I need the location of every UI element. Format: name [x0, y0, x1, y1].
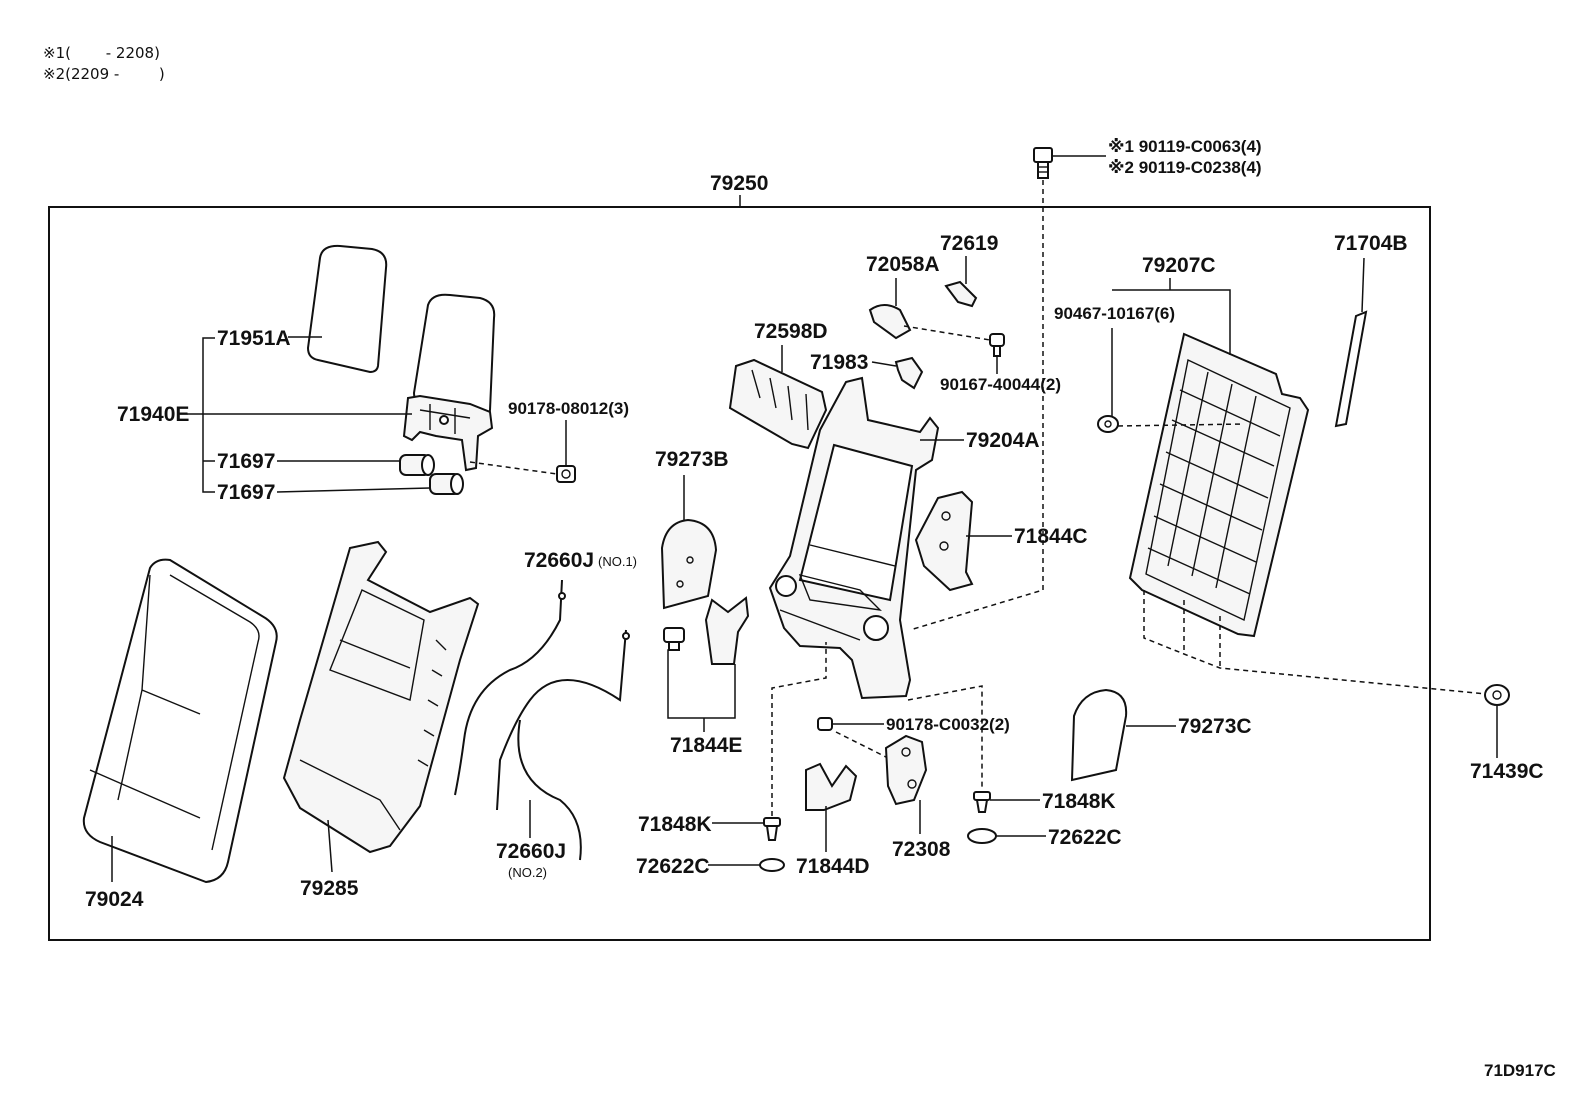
cover-71983-part[interactable]: [894, 356, 924, 390]
label-90178-C0032[interactable]: 90178-C0032(2): [886, 715, 1010, 734]
leader-71983: [871, 361, 897, 367]
wire-harness-no2-part[interactable]: [496, 629, 630, 861]
label-72058A[interactable]: 72058A: [866, 253, 940, 276]
headrest-guide-lower-part[interactable]: [429, 473, 464, 495]
label-90467-10167[interactable]: 90467-10167(6): [1054, 304, 1175, 323]
label-72622C-left[interactable]: 72622C: [636, 855, 710, 878]
label-72660J-no2[interactable]: 72660J: [496, 840, 566, 863]
label-71848K-right[interactable]: 71848K: [1042, 790, 1116, 813]
note-1: ※1( - 2208): [43, 44, 160, 62]
label-71848K-left[interactable]: 71848K: [638, 813, 712, 836]
label-71983[interactable]: 71983: [810, 351, 868, 374]
dashed-left-clip-path: [771, 642, 827, 816]
lock-72308-part[interactable]: [884, 734, 928, 806]
label-79273B[interactable]: 79273B: [655, 448, 729, 471]
footer-code: 71D917C: [1484, 1061, 1556, 1080]
cover-71844C-part[interactable]: [914, 490, 974, 592]
label-72660J-no1[interactable]: 72660J: [524, 549, 594, 572]
dashed-screw-path: [903, 325, 991, 341]
label-79273C[interactable]: 79273C: [1178, 715, 1252, 738]
label-72622C-right[interactable]: 72622C: [1048, 826, 1122, 849]
back-board-79207C-part[interactable]: [1128, 332, 1310, 638]
cover-71844E-part[interactable]: [704, 596, 750, 665]
leader-79285: [327, 819, 333, 873]
label-71940E[interactable]: 71940E: [117, 403, 189, 426]
label-72619[interactable]: 72619: [940, 232, 998, 255]
note-2: ※2(2209 - ): [43, 65, 165, 83]
bracket-79207C: [1112, 289, 1231, 355]
label-71704B[interactable]: 71704B: [1334, 232, 1408, 255]
label-71439C[interactable]: 71439C: [1470, 760, 1544, 783]
leader-71704B: [1361, 257, 1365, 313]
screw-90167-icon[interactable]: [989, 333, 1005, 357]
seatback-cover-part[interactable]: [82, 558, 278, 884]
headrest-left-part[interactable]: [306, 244, 388, 374]
washer-72622C-left-icon[interactable]: [759, 858, 785, 872]
label-72598D[interactable]: 72598D: [754, 320, 828, 343]
side-cover-79273C-part[interactable]: [1070, 688, 1128, 782]
lever-72619-part[interactable]: [944, 280, 978, 308]
label-79285[interactable]: 79285: [300, 877, 359, 900]
label-bolt-1[interactable]: ※1 90119-C0063(4): [1108, 137, 1262, 156]
seatback-frame-part[interactable]: [768, 376, 940, 700]
clip-90467-icon[interactable]: [1097, 415, 1119, 433]
seatback-pad-part[interactable]: [282, 540, 480, 854]
label-71951A[interactable]: 71951A: [217, 327, 291, 350]
clip-71848K-left-icon[interactable]: [763, 817, 781, 841]
side-cover-79273B-part[interactable]: [660, 518, 718, 610]
clip-71848K-right-icon[interactable]: [973, 791, 991, 813]
clip-71844E-icon[interactable]: [663, 627, 685, 651]
label-71844E[interactable]: 71844E: [670, 734, 742, 757]
label-72660J-no1-note: (NO.1): [598, 554, 637, 569]
leader-71697b: [276, 487, 431, 493]
dashed-c0032-path: [835, 731, 893, 761]
bolt-90178-C0032-icon[interactable]: [817, 717, 833, 731]
label-79024[interactable]: 79024: [85, 888, 144, 911]
label-90178-08012[interactable]: 90178-08012(3): [508, 399, 629, 418]
label-72308[interactable]: 72308: [892, 838, 951, 861]
dashed-71439C-path: [1143, 590, 1487, 695]
cover-72598D-part[interactable]: [728, 358, 828, 450]
strip-71704B-part[interactable]: [1334, 310, 1368, 428]
dashed-nut-path: [469, 461, 558, 475]
cover-71844D-part[interactable]: [805, 762, 858, 811]
bracket-71951A: [202, 337, 215, 493]
label-bolt-2[interactable]: ※2 90119-C0238(4): [1108, 158, 1262, 177]
label-71697-upper[interactable]: 71697: [217, 450, 275, 473]
label-71697-lower[interactable]: 71697: [217, 481, 275, 504]
knob-72058A-part[interactable]: [868, 304, 912, 340]
headrest-support-part[interactable]: [402, 394, 494, 472]
clip-71439C-icon[interactable]: [1484, 684, 1510, 706]
dashed-bolt-path: [909, 180, 1044, 631]
headrest-guide-upper-part[interactable]: [399, 454, 435, 476]
nut-icon[interactable]: [556, 465, 576, 483]
label-79250[interactable]: 79250: [710, 172, 768, 195]
dashed-90467-path: [1117, 423, 1245, 427]
label-72660J-no2-note: (NO.2): [508, 865, 547, 880]
label-71844D[interactable]: 71844D: [796, 855, 870, 878]
bracket-71844E: [667, 649, 736, 719]
dashed-right-path: [907, 685, 983, 790]
washer-72622C-right-icon[interactable]: [967, 828, 997, 844]
label-90167-40044[interactable]: 90167-40044(2): [940, 375, 1061, 394]
bolt-icon[interactable]: [1033, 147, 1053, 179]
label-79207C[interactable]: 79207C: [1142, 254, 1216, 277]
wire-harness-no1-part[interactable]: [454, 579, 566, 796]
label-79204A[interactable]: 79204A: [966, 429, 1040, 452]
label-71844C[interactable]: 71844C: [1014, 525, 1088, 548]
